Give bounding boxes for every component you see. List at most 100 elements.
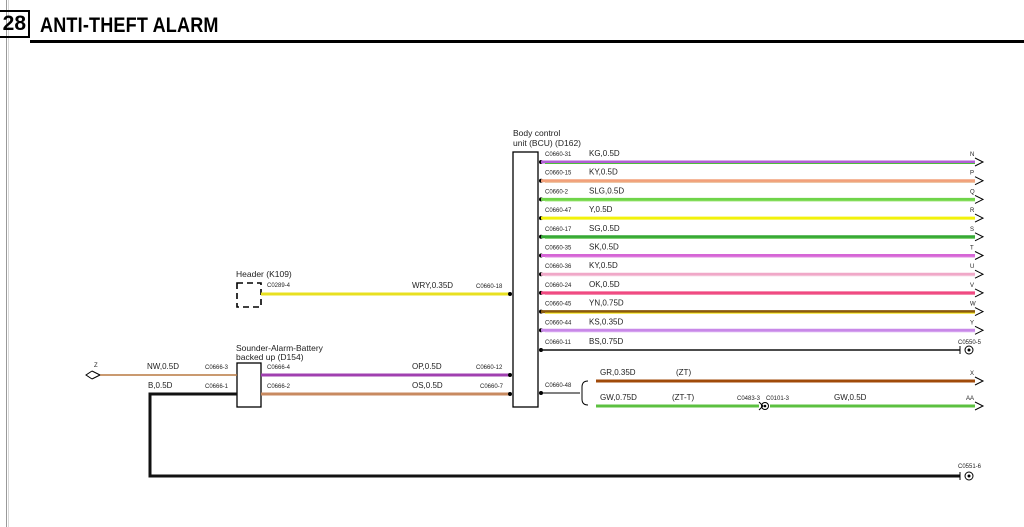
nw-dest-label: Z (94, 363, 98, 369)
page-title: ANTI-THEFT ALARM (40, 14, 219, 37)
b-conn-label: C0666-1 (205, 384, 229, 390)
page-margin-line-inner (8, 0, 9, 527)
bcu-component[interactable]: Body control unit (BCU) (D162) (512, 128, 581, 408)
pin48-bracket (581, 380, 589, 406)
bcu-wire-label: SK,0.5D (589, 243, 619, 252)
bcu-pin-label: C0660-2 (545, 189, 569, 195)
bcu-pin-label: C0660-31 (545, 152, 572, 158)
bcu-wire-row: C0660-17 SG,0.5D S (539, 224, 985, 242)
arrow-icon (974, 288, 985, 298)
gw-wire2-label: GW,0.5D (834, 393, 867, 402)
bcu-pin-label: C0660-44 (545, 320, 572, 326)
pin48-label: C0660-48 (545, 383, 572, 389)
op-pin-label: C0660-12 (476, 365, 503, 371)
sounder-component[interactable]: Sounder-Alarm-Battery backed up (D154) (236, 343, 324, 408)
title-rule (30, 40, 1024, 43)
op-terminal (508, 373, 512, 377)
bcu-wire-row: C0660-24 OK,0.5D V (539, 280, 985, 298)
wry-terminal (508, 292, 512, 296)
nw-wire-label: NW,0.5D (147, 362, 179, 371)
gr-wire-label: GR,0.35D (600, 368, 636, 377)
bcu-wire-label: OK,0.5D (589, 280, 620, 289)
page-margin-line (6, 0, 7, 527)
bcu-wire-label: BS,0.75D (589, 337, 623, 346)
bcu-wire-dest-label: C0550-5 (958, 340, 982, 346)
arrow-icon (974, 213, 985, 223)
arrow-icon (974, 232, 985, 242)
gw-tag-label: (ZT-T) (672, 393, 695, 402)
bcu-wire-dest-label: S (970, 227, 974, 233)
bcu-wire-dest-label: N (970, 152, 974, 158)
arrow-icon (974, 325, 985, 335)
gr-dest-label: X (970, 371, 974, 377)
bcu-wire-label: Y,0.5D (589, 205, 613, 214)
bcu-pin-48-group: C0660-48 GR,0.35D (ZT) X GW,0.75D (ZT-T)… (539, 368, 985, 411)
sounder-wires: Z NW,0.5D C0666-3 B,0.5D C0666-1 C0551-6… (85, 362, 982, 481)
gw-arrow-icon (974, 401, 985, 411)
bcu-label-line2: unit (BCU) (D162) (513, 138, 581, 148)
bcu-wire-dest-label: P (970, 171, 974, 177)
bcu-wire-dest-label: R (970, 208, 975, 214)
gr-tag-label: (ZT) (676, 368, 691, 377)
page-number: 28 (0, 10, 30, 38)
sounder-label-line1: Sounder-Alarm-Battery (236, 343, 324, 353)
nw-arrow-icon (85, 370, 101, 380)
ground-terminal-icon (959, 345, 974, 355)
splice-connector-icon (758, 401, 769, 411)
header-k109-component[interactable]: Header (K109) C0289-4 (236, 269, 292, 308)
arrow-icon (974, 307, 985, 317)
bcu-wire-row: C0660-31 KG,0.5D N (539, 149, 985, 167)
op-wire-label: OP,0.5D (412, 362, 442, 371)
ground-dest-label: C0551-6 (958, 464, 982, 470)
bcu-wire-dest-label: U (970, 264, 974, 270)
bcu-wire-dest-label: V (970, 283, 974, 289)
op-conn-label: C0666-4 (267, 365, 291, 371)
header-wire-group: WRY,0.35D C0660-18 (261, 281, 512, 296)
wry-pin-label: C0660-18 (476, 284, 503, 290)
bcu-pin-label: C0660-35 (545, 246, 572, 252)
arrow-icon (974, 176, 985, 186)
bcu-wire-label: SG,0.5D (589, 224, 620, 233)
bcu-pin-label: C0660-45 (545, 302, 572, 308)
bcu-wire-row: C0660-36 KY,0.5D U (539, 261, 985, 279)
bcu-wire-row: C0660-15 KY,0.5D P (539, 168, 985, 186)
arrow-icon (974, 269, 985, 279)
gw-splice1-label: C0483-3 (737, 396, 761, 402)
bcu-label-line1: Body control (513, 128, 560, 138)
bcu-wire-label: KS,0.35D (589, 317, 623, 326)
b-ground-wire[interactable] (148, 392, 960, 478)
wry-wire-label: WRY,0.35D (412, 281, 453, 290)
arrow-icon (974, 157, 985, 167)
bcu-pin-label: C0660-15 (545, 171, 572, 177)
sounder-label-line2: backed up (D154) (236, 352, 304, 362)
bcu-pin-label: C0660-36 (545, 264, 572, 270)
ground-terminal-icon (959, 471, 974, 481)
bcu-pin-label: C0660-11 (545, 340, 572, 346)
bcu-wire-label: KG,0.5D (589, 149, 620, 158)
bcu-pin-label: C0660-24 (545, 283, 572, 289)
b-wire-label: B,0.5D (148, 381, 173, 390)
bcu-wire-row: C0660-35 SK,0.5D T (539, 243, 985, 260)
os-pin-label: C0660-7 (480, 384, 504, 390)
bcu-wire-label: KY,0.5D (589, 168, 618, 177)
gw-dest-label: AA (966, 396, 974, 402)
gw-splice2-label: C0101-3 (766, 396, 790, 402)
os-conn-label: C0666-2 (267, 384, 291, 390)
bcu-wire-label: KY,0.5D (589, 261, 618, 270)
header-k109-connector: C0289-4 (267, 283, 291, 289)
os-terminal (508, 392, 512, 396)
arrow-icon (974, 251, 985, 260)
bcu-wire-dest-label: Q (970, 189, 975, 195)
bcu-wire-row: C0660-11 BS,0.75D C0550-5 (539, 337, 982, 355)
bcu-wire-dest-label: Y (970, 320, 974, 326)
gw-wire-label: GW,0.75D (600, 393, 637, 402)
gr-arrow-icon (974, 376, 985, 386)
bcu-pin-label: C0660-17 (545, 227, 572, 233)
bcu-wire-label: YN,0.75D (589, 299, 624, 308)
bcu-wire-dest-label: T (970, 246, 974, 252)
